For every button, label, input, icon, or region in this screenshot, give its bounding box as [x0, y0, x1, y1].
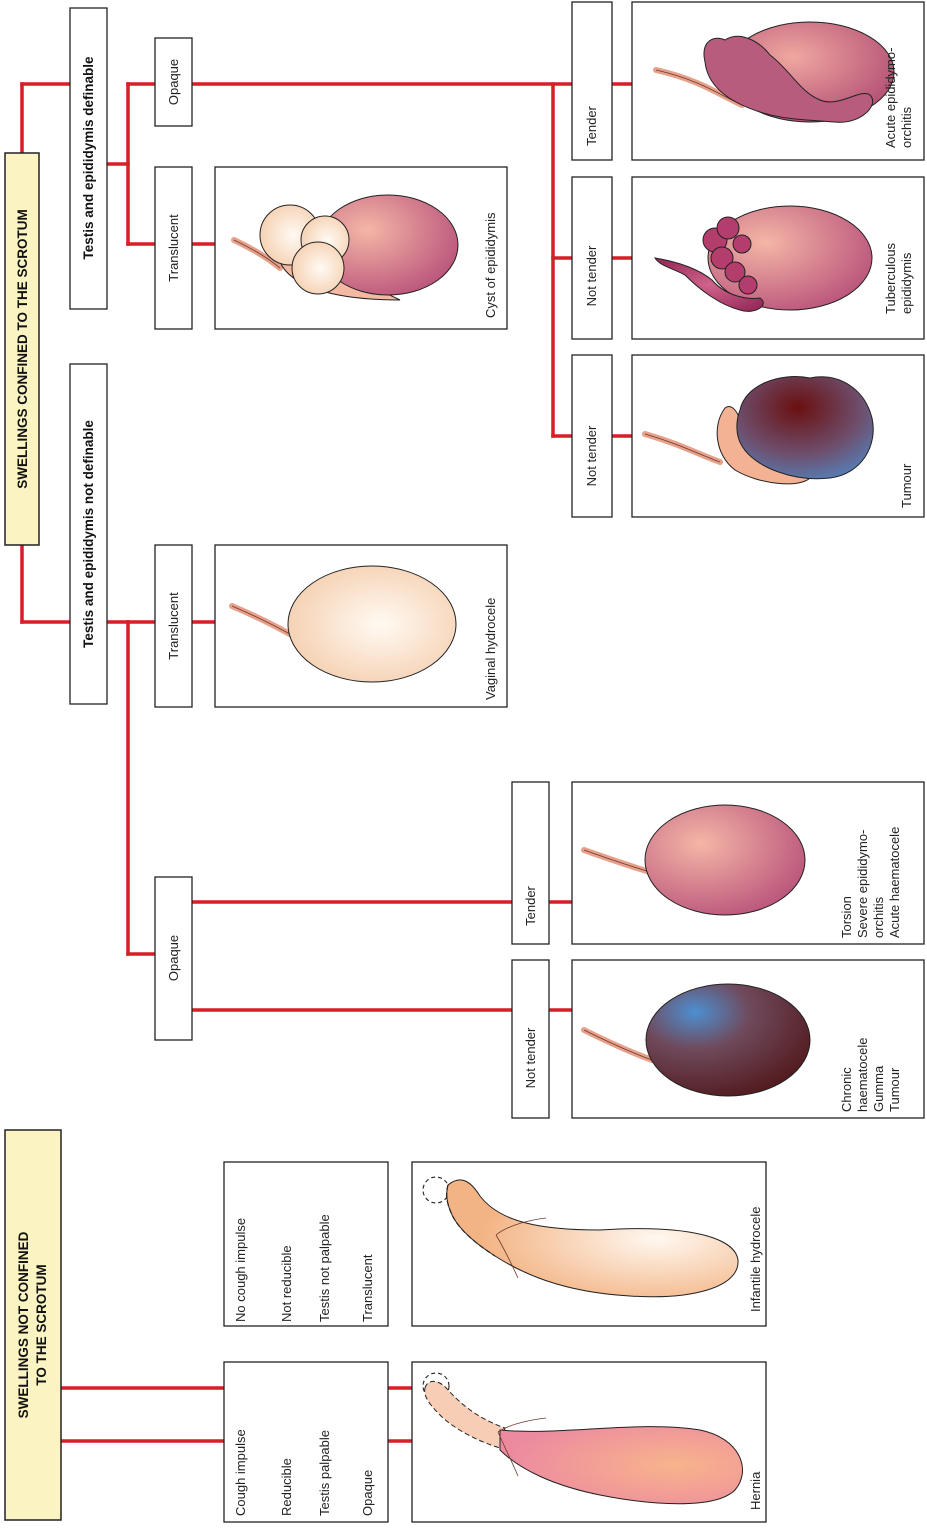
- panel-hernia: Hernia: [412, 1362, 766, 1522]
- heading-not-definable: Testis and epididymis not definable: [70, 364, 107, 704]
- criteria-infantile-box: No cough impulse Not reducible Testis no…: [224, 1162, 388, 1326]
- panel-acute-epididymo-orchitis: Acute epididymo- orchitis: [632, 2, 924, 160]
- svg-text:SWELLINGS CONFINED TO THE SCRO: SWELLINGS CONFINED TO THE SCROTUM: [15, 209, 30, 489]
- svg-text:Opaque: Opaque: [360, 1470, 375, 1516]
- svg-text:Tumour: Tumour: [899, 463, 914, 508]
- svg-text:Severe epididymo-: Severe epididymo-: [855, 830, 870, 938]
- svg-text:Opaque: Opaque: [166, 935, 181, 981]
- svg-text:Translucent: Translucent: [166, 592, 181, 660]
- svg-text:Reducible: Reducible: [279, 1458, 294, 1516]
- panel-cyst-of-epididymis: Cyst of epididymis: [215, 167, 507, 329]
- svg-text:Testis and epididymis definabl: Testis and epididymis definable: [81, 56, 96, 260]
- panel-tuberculous-epididymis: Tuberculous epididymis: [632, 177, 924, 339]
- testis-shape: [645, 805, 805, 915]
- svg-text:Hernia: Hernia: [748, 1471, 763, 1510]
- svg-text:Tuberculous: Tuberculous: [883, 242, 898, 314]
- svg-text:Chronic: Chronic: [839, 1067, 854, 1112]
- panel-tumour-definable: Tumour: [632, 355, 924, 517]
- branch-not-tender-1: Not tender: [572, 177, 612, 339]
- svg-text:Not tender: Not tender: [523, 1027, 538, 1088]
- panel-torsion: Torsion Severe epididymo- orchitis Acute…: [572, 782, 924, 944]
- svg-text:Cough impulse: Cough impulse: [233, 1429, 248, 1516]
- branch-definable-translucent: Translucent: [155, 167, 192, 329]
- svg-text:Infantile hydrocele: Infantile hydrocele: [748, 1206, 763, 1312]
- svg-text:Testis not palpable: Testis not palpable: [317, 1214, 332, 1322]
- svg-text:orchitis: orchitis: [871, 896, 886, 938]
- branch-tender-1: Tender: [572, 2, 612, 160]
- svg-text:SWELLINGS NOT CONFINED: SWELLINGS NOT CONFINED: [16, 1231, 31, 1418]
- svg-text:Acute haematocele: Acute haematocele: [887, 827, 902, 938]
- svg-text:Torsion: Torsion: [839, 896, 854, 938]
- svg-text:Tender: Tender: [584, 105, 599, 145]
- svg-text:Testis palpable: Testis palpable: [317, 1430, 332, 1516]
- svg-text:Tender: Tender: [523, 885, 538, 925]
- svg-text:Tumour: Tumour: [887, 1067, 902, 1112]
- svg-text:Vaginal hydrocele: Vaginal hydrocele: [483, 598, 498, 700]
- branch-not-tender-2: Not tender: [572, 355, 612, 517]
- svg-text:Cyst of epididymis: Cyst of epididymis: [483, 212, 498, 318]
- svg-text:Testis and epididymis not defi: Testis and epididymis not definable: [81, 420, 96, 648]
- svg-text:TO THE SCROTUM: TO THE SCROTUM: [34, 1264, 49, 1385]
- svg-text:Gumma: Gumma: [871, 1065, 886, 1112]
- svg-text:Opaque: Opaque: [166, 59, 181, 105]
- panel-vaginal-hydrocele: Vaginal hydrocele: [215, 545, 507, 707]
- svg-text:haematocele: haematocele: [855, 1038, 870, 1112]
- panel-infantile-hydrocele: Infantile hydrocele: [412, 1162, 766, 1326]
- svg-text:Not reducible: Not reducible: [279, 1245, 294, 1322]
- svg-text:Not tender: Not tender: [584, 425, 599, 486]
- heading-confined: SWELLINGS CONFINED TO THE SCROTUM: [5, 153, 39, 545]
- branch-not-tender-3: Not tender: [512, 960, 549, 1118]
- panel-chronic-haematocele: Chronic haematocele Gumma Tumour: [572, 960, 924, 1118]
- svg-text:orchitis: orchitis: [899, 106, 914, 148]
- svg-text:Acute epididymo-: Acute epididymo-: [883, 48, 898, 148]
- heading-definable: Testis and epididymis definable: [70, 8, 107, 309]
- testis-shape: [646, 984, 810, 1096]
- branch-notdef-translucent: Translucent: [155, 545, 192, 707]
- svg-text:Translucent: Translucent: [360, 1254, 375, 1322]
- svg-text:No cough impulse: No cough impulse: [233, 1218, 248, 1322]
- svg-text:Not tender: Not tender: [584, 245, 599, 306]
- branch-definable-opaque: Opaque: [155, 38, 192, 126]
- svg-text:epididymis: epididymis: [899, 252, 914, 314]
- criteria-hernia-box: Cough impulse Reducible Testis palpable …: [224, 1362, 388, 1522]
- hydrocele-shape: [288, 566, 456, 682]
- branch-notdef-opaque: Opaque: [155, 877, 192, 1040]
- heading-not-confined: SWELLINGS NOT CONFINED TO THE SCROTUM: [5, 1130, 61, 1520]
- svg-text:Translucent: Translucent: [166, 214, 181, 282]
- branch-tender-2: Tender: [512, 782, 549, 944]
